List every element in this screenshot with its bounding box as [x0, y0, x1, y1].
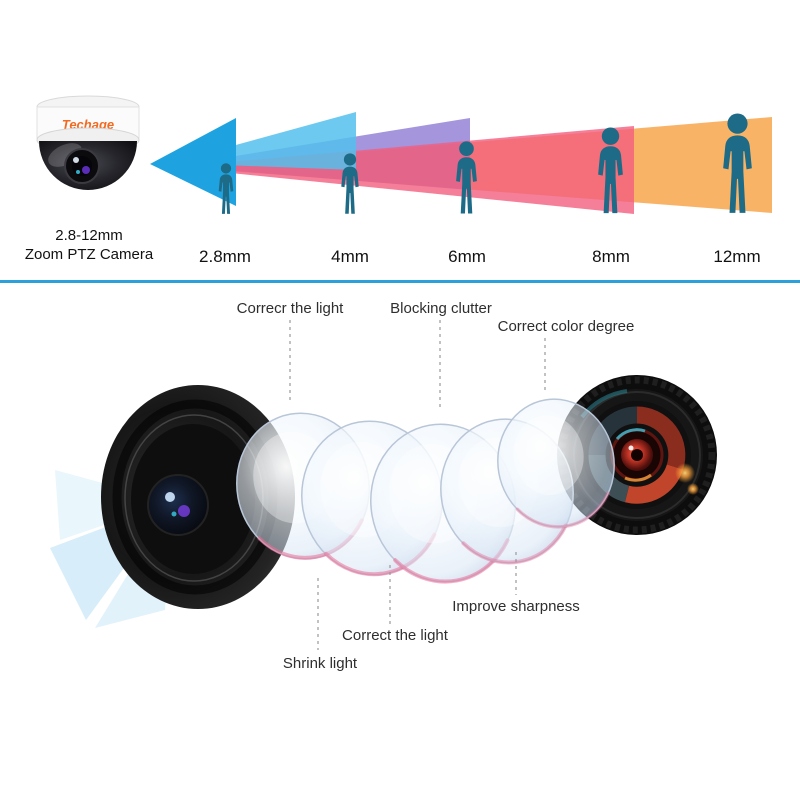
divider-line	[0, 280, 800, 283]
camera-caption: 2.8-12mm Zoom PTZ Camera	[16, 226, 162, 264]
feature-label-improve-sharpness: Improve sharpness	[452, 598, 580, 615]
flare-small	[687, 483, 699, 495]
barrel-aperture	[147, 474, 209, 536]
reflection-orange-arc	[624, 473, 652, 482]
reflection-cyan-arc	[615, 428, 646, 441]
dome-camera-illustration: Techage	[36, 95, 140, 190]
iris-segment-darkred	[636, 406, 686, 470]
flare-large	[675, 463, 695, 483]
aperture-cyan-glint	[171, 511, 177, 517]
fov-beam-8mm	[172, 126, 634, 214]
focal-label-2-8mm: 2.8mm	[199, 247, 251, 266]
feature-label-blocking-clutter: Blocking clutter	[390, 300, 492, 317]
iris-segment-red	[624, 464, 684, 504]
focal-label-8mm: 8mm	[592, 247, 630, 266]
lens-purple-glint	[82, 166, 90, 174]
aperture-glint	[165, 492, 175, 502]
feature-label-correct-color-degree: Correct color degree	[497, 318, 635, 335]
camera-caption-line1: 2.8-12mm	[55, 227, 123, 244]
lens-barrel-illustration	[101, 385, 295, 609]
feature-label-correct-light-bottom: Correct the light	[342, 627, 448, 644]
lens-cyan-glint	[76, 170, 80, 174]
focal-label-12mm: 12mm	[713, 247, 761, 266]
feature-label-correct-light-top: Correcr the light	[236, 300, 344, 317]
camera-caption-line2: Zoom PTZ Camera	[24, 246, 154, 264]
pupil-center	[631, 449, 643, 461]
glass-element-5	[497, 398, 615, 529]
focal-label-6mm: 6mm	[448, 247, 486, 266]
aperture-purple-glint	[178, 505, 190, 517]
fov-beams	[150, 112, 772, 214]
lens-glint	[73, 157, 79, 163]
glass-elements	[236, 398, 615, 584]
focal-label-4mm: 4mm	[331, 247, 369, 266]
feature-label-shrink-light: Shrink light	[282, 655, 358, 672]
leader-lines	[289, 320, 546, 650]
fov-arrow-icon	[150, 118, 236, 206]
pupil-glint	[628, 445, 634, 451]
